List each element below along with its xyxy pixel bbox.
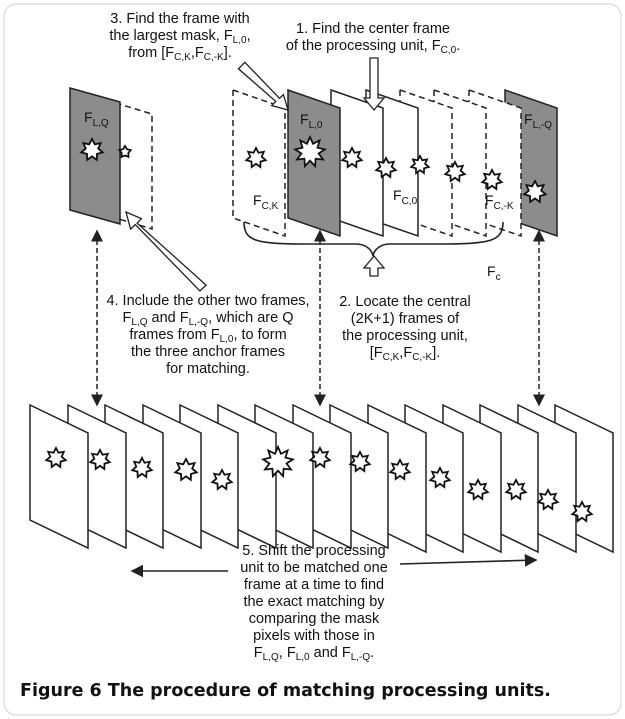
step5-text: 5. Shift the processing unit to be match… — [214, 543, 414, 662]
label-f-c: Fc — [487, 263, 501, 283]
shift-arrow-right — [400, 560, 536, 564]
step3-text: 3. Find the frame with the largest mask,… — [70, 11, 290, 62]
hollow-arrow-step1 — [364, 58, 384, 110]
step2-text: 2. Locate the central (2K+1) frames of t… — [330, 294, 480, 362]
step4-text: 4. Include the other two frames, FL,Q an… — [98, 293, 318, 378]
step1-text: 1. Find the center frame of the processi… — [268, 21, 478, 55]
figure-caption: Figure 6 The procedure of matching proce… — [20, 681, 551, 701]
hollow-arrow-step2 — [364, 256, 384, 276]
hollow-arrow-step4 — [126, 212, 206, 291]
